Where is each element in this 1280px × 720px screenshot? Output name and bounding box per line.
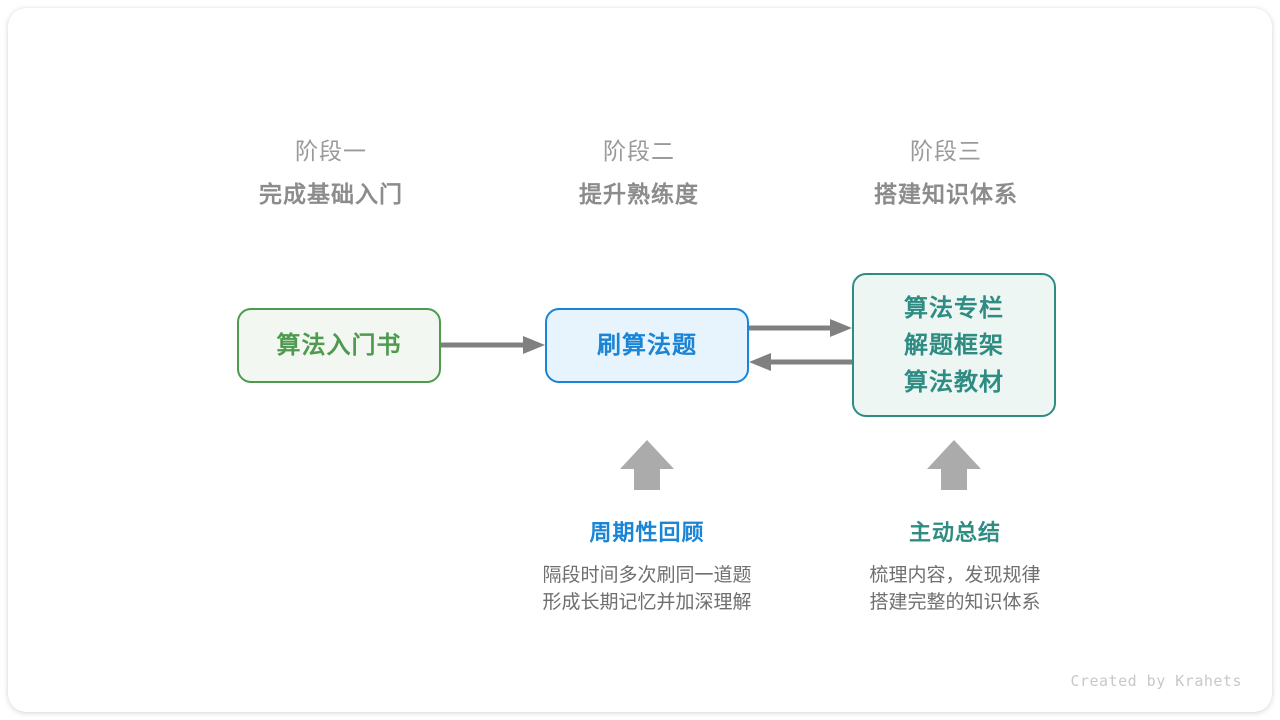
annotation-summary-desc-line-2: 搭建完整的知识体系: [869, 592, 1041, 613]
annotation-summary-title: 主动总结: [908, 520, 1001, 545]
node-resources-line-1: 算法专栏: [904, 294, 1004, 322]
node-resources[interactable]: 算法专栏 解题框架 算法教材: [852, 273, 1056, 417]
connector-practice-to-resources: [749, 319, 852, 337]
node-resources-line-2: 解题框架: [904, 331, 1004, 359]
node-resources-line-3: 算法教材: [904, 368, 1004, 396]
connector-review-up: [620, 440, 674, 490]
connector-book-to-practice: [441, 336, 545, 354]
annotation-summary: 主动总结 梳理内容，发现规律 搭建完整的知识体系: [805, 518, 1105, 616]
annotation-review: 周期性回顾 隔段时间多次刷同一道题 形成长期记忆并加深理解: [497, 518, 797, 616]
annotation-summary-desc: 梳理内容，发现规律 搭建完整的知识体系: [805, 562, 1105, 616]
node-book-line-1: 算法入门书: [276, 332, 402, 359]
stage-goal: 搭建知识体系: [874, 181, 1018, 207]
diagram-canvas: 阶段一 完成基础入门 阶段二 提升熟练度 阶段三 搭建知识体系: [8, 8, 1272, 712]
annotation-review-desc: 隔段时间多次刷同一道题 形成长期记忆并加深理解: [497, 562, 797, 616]
stage-header-1: 阶段一 完成基础入门: [201, 136, 461, 210]
stage-header-3: 阶段三 搭建知识体系: [816, 136, 1076, 210]
annotation-review-desc-line-2: 形成长期记忆并加深理解: [542, 592, 752, 613]
stage-goal: 完成基础入门: [259, 181, 403, 207]
stage-name: 阶段二: [603, 138, 675, 164]
annotation-summary-desc-line-1: 梳理内容，发现规律: [869, 565, 1041, 586]
stage-name: 阶段三: [910, 138, 982, 164]
stage-header-2: 阶段二 提升熟练度: [509, 136, 769, 210]
stage-goal: 提升熟练度: [579, 181, 699, 207]
node-practice-line-1: 刷算法题: [597, 332, 697, 359]
credit-text: Created by Krahets: [1070, 672, 1242, 690]
connector-summary-up: [927, 440, 981, 490]
connector-resources-to-practice: [749, 353, 852, 371]
node-practice[interactable]: 刷算法题: [545, 308, 749, 383]
annotation-review-title: 周期性回顾: [589, 520, 705, 545]
stage-name: 阶段一: [295, 138, 367, 164]
annotation-review-desc-line-1: 隔段时间多次刷同一道题: [542, 565, 752, 586]
node-book[interactable]: 算法入门书: [237, 308, 441, 383]
